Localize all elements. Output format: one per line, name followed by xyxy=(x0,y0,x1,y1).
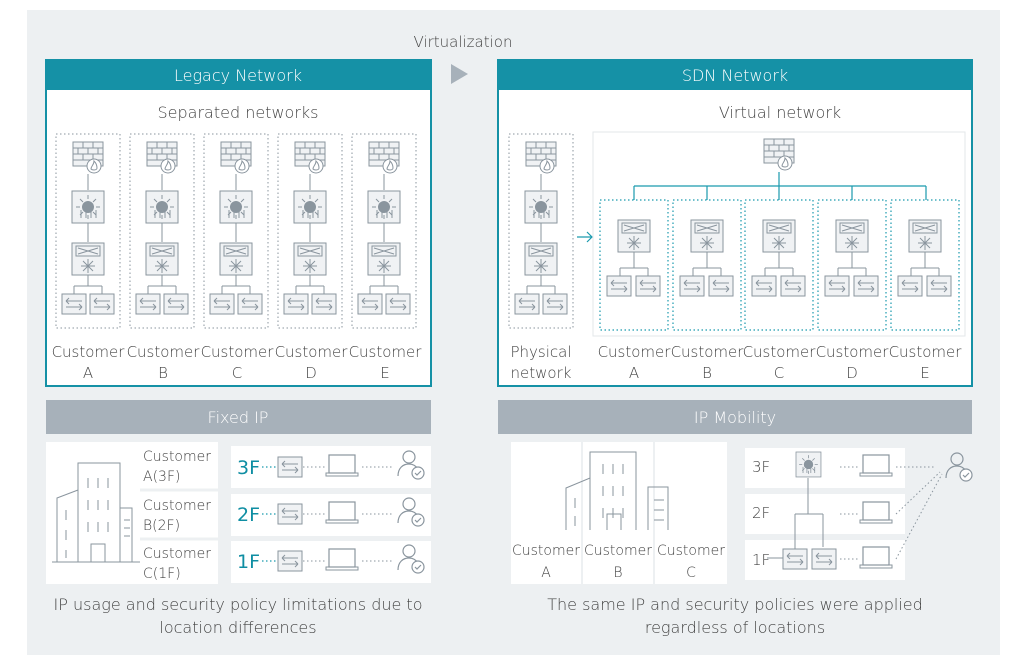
legacy-network-subtitle: Separated networks xyxy=(157,103,318,122)
physical-to-virtual-arrow-icon xyxy=(577,231,593,243)
sdn-customer-b-label: Customer xyxy=(671,343,745,361)
ip-mobility-caption-line2: regardless of locations xyxy=(645,618,825,637)
legacy-customer-b-letter: B xyxy=(158,364,168,382)
fixed-floor-3f-label: 3F xyxy=(237,457,260,479)
mobility-laptop-2f xyxy=(859,501,893,524)
legacy-customer-a-letter: A xyxy=(83,364,93,382)
mobility-customer-a-letter: A xyxy=(541,565,551,581)
mobility-switch-1f-b xyxy=(811,548,837,570)
fixed-building-b-label: Customer xyxy=(143,498,211,514)
mobility-network-lines xyxy=(794,478,824,552)
sdn-customer-a-label: Customer xyxy=(598,343,672,361)
virtual-network-tree-lines xyxy=(633,172,927,200)
ip-mobility-caption-line1: The same IP and security policies were a… xyxy=(547,595,923,614)
mobility-customer-c-label: Customer xyxy=(657,543,725,559)
fixed-ip-title: Fixed IP xyxy=(208,408,269,427)
fixed-ip-caption-line1: IP usage and security policy limitations… xyxy=(54,595,423,614)
mobility-switch-1f-a xyxy=(782,548,808,570)
virtualization-arrow-icon xyxy=(451,64,468,84)
fixed-1f-devices xyxy=(262,544,425,574)
mobility-customer-a-card xyxy=(511,442,581,584)
mobility-customer-b-label: Customer xyxy=(584,543,652,559)
legacy-customer-a-label: Customer xyxy=(52,343,126,361)
sdn-customer-c-letter: C xyxy=(774,364,784,382)
mobility-building-icon xyxy=(565,451,669,530)
sdn-network-title: SDN Network xyxy=(682,66,788,85)
mobility-router-icon xyxy=(795,451,822,478)
mobility-floor-3f-label: 3F xyxy=(752,458,770,476)
legacy-network-header xyxy=(46,60,431,90)
mobility-user-links xyxy=(895,466,943,560)
physical-network-label-2: network xyxy=(511,364,572,382)
ip-mobility-header xyxy=(498,400,972,434)
sdn-customer-b-letter: B xyxy=(702,364,712,382)
fixed-2f-devices xyxy=(262,497,425,527)
mobility-floor-2f-label: 2F xyxy=(752,504,770,522)
mobility-laptop-1f xyxy=(859,546,893,569)
legacy-customer-c-letter: C xyxy=(232,364,242,382)
fixed-floor-1f-label: 1F xyxy=(237,551,260,573)
mobility-customer-b-card xyxy=(583,442,653,584)
sdn-customer-d-label: Customer xyxy=(816,343,890,361)
physical-network-label: Physical xyxy=(510,343,571,361)
legacy-customer-e-label: Customer xyxy=(349,343,423,361)
fixed-building-a-label: Customer xyxy=(143,449,211,465)
fixed-building-c-label: Customer xyxy=(143,546,211,562)
sdn-customer-c-label: Customer xyxy=(743,343,817,361)
sdn-network-subtitle: Virtual network xyxy=(719,103,841,122)
legacy-network-title: Legacy Network xyxy=(174,66,302,85)
mobility-floor-1f-label: 1F xyxy=(752,551,770,569)
ip-mobility-title: IP Mobility xyxy=(694,408,776,427)
legacy-customer-d-letter: D xyxy=(305,364,317,382)
mobility-customer-b-letter: B xyxy=(613,565,622,581)
sdn-customer-e-letter: E xyxy=(920,364,929,382)
virtualization-label: Virtualization xyxy=(414,33,513,51)
mobility-customer-c-letter: C xyxy=(686,565,696,581)
legacy-customer-c-label: Customer xyxy=(201,343,275,361)
mobility-links xyxy=(840,466,858,560)
fixed-floor-2f-label: 2F xyxy=(237,504,260,526)
mobility-laptop-3f xyxy=(859,454,893,477)
fixed-building-a-floor: A(3F) xyxy=(143,469,180,485)
mobility-customer-c-card xyxy=(655,442,727,584)
fixed-building-c-floor: C(1F) xyxy=(143,566,181,582)
office-building-icon xyxy=(52,462,140,563)
sdn-customer-e-label: Customer xyxy=(889,343,963,361)
legacy-customer-d-label: Customer xyxy=(275,343,349,361)
fixed-building-b-floor: B(2F) xyxy=(143,518,180,534)
legacy-customer-b-label: Customer xyxy=(127,343,201,361)
sdn-customer-a-letter: A xyxy=(629,364,639,382)
legacy-customer-e-letter: E xyxy=(380,364,389,382)
sdn-network-header xyxy=(498,60,972,90)
mobility-customer-a-label: Customer xyxy=(512,543,580,559)
fixed-ip-header xyxy=(46,400,431,434)
fixed-3f-devices xyxy=(262,450,425,480)
fixed-ip-caption-line2: location differences xyxy=(159,618,316,637)
sdn-customer-d-letter: D xyxy=(846,364,858,382)
